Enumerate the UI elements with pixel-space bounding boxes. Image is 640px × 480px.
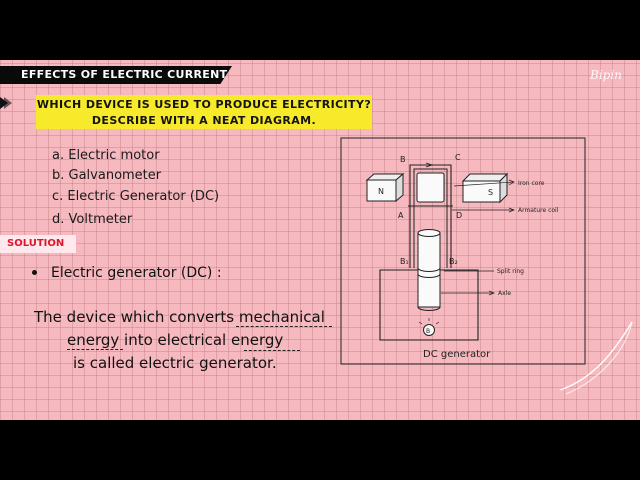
current-arrow-icon <box>425 162 434 168</box>
topic-banner: EFFECTS OF ELECTRIC CURRENT <box>0 66 232 84</box>
description-line-1: The device which converts mechanical <box>34 308 325 326</box>
bullet-dot <box>32 270 37 275</box>
brush-2-label: B₂ <box>449 257 458 266</box>
decorative-swirl <box>565 321 633 395</box>
arrowhead-icon <box>488 290 495 296</box>
desc-emphasis: mechanical <box>238 308 325 326</box>
question-line-2: DESCRIBE WITH A NEAT DIAGRAM. <box>91 114 317 127</box>
question-box: WHICH DEVICE IS USED TO PRODUCE ELECTRIC… <box>36 95 372 129</box>
bulb-icon <box>423 324 435 336</box>
north-label: N <box>378 187 384 196</box>
question-line-1: WHICH DEVICE IS USED TO PRODUCE ELECTRIC… <box>36 98 372 111</box>
dc-generator-diagram: N S B C A D Iron core Armature coil B₁ B… <box>340 137 633 395</box>
desc-emphasis: energy <box>67 331 120 349</box>
watermark: Bipin <box>590 68 622 82</box>
corner-d-label: D <box>456 211 462 220</box>
option-a: a. Electric motor <box>52 148 160 163</box>
south-label: S <box>488 188 493 197</box>
play-icon <box>0 97 12 109</box>
diagram-caption: DC generator <box>423 349 491 360</box>
armature-coil-outer <box>409 164 452 268</box>
description-line-2: energy into electrical energy <box>67 331 283 349</box>
diagram-frame <box>340 137 586 365</box>
bulb-ray <box>435 321 440 325</box>
brush-1-label: B₁ <box>400 257 409 266</box>
axle-label: Axle <box>498 290 511 297</box>
arrowhead-icon <box>508 207 515 213</box>
bulb-ray <box>418 321 423 325</box>
option-b: b. Galvanometer <box>52 168 162 183</box>
corner-b-label: B <box>400 155 406 164</box>
axle-bottom <box>417 306 441 311</box>
armature-coil-label: Armature coil <box>518 207 559 214</box>
split-ring-label: Split ring <box>497 268 524 275</box>
corner-c-label: C <box>455 153 461 162</box>
split-ring-edge <box>417 267 441 272</box>
desc-text: into electrical <box>119 331 231 349</box>
south-magnet-side <box>499 172 508 204</box>
split-ring-edge <box>417 273 441 278</box>
iron-core-pointer <box>453 181 515 187</box>
solution-heading: Electric generator (DC) : <box>51 265 222 281</box>
option-d: d. Voltmeter <box>52 212 133 227</box>
solution-label: SOLUTION <box>7 238 65 249</box>
armature-coil-inner <box>413 168 448 268</box>
axle-top <box>417 229 441 237</box>
underline-energy-1 <box>67 349 123 350</box>
corner-a-label: A <box>398 211 404 220</box>
solution-badge: SOLUTION <box>0 235 76 253</box>
arrowhead-icon <box>508 179 515 186</box>
iron-core-label: Iron core <box>518 180 545 187</box>
desc-text: The device which converts <box>34 308 239 326</box>
external-circuit <box>379 269 479 341</box>
description-line-3: is called electric generator. <box>73 354 277 372</box>
desc-emphasis: energy <box>231 331 284 349</box>
underline-energy-2 <box>244 350 300 351</box>
iron-core <box>416 172 445 203</box>
north-magnet-side <box>395 172 404 203</box>
decorative-swirl <box>559 321 633 391</box>
bulb-label: B <box>426 328 430 335</box>
option-c: c. Electric Generator (DC) <box>52 189 220 204</box>
topic-title: EFFECTS OF ELECTRIC CURRENT <box>21 68 228 81</box>
slide: EFFECTS OF ELECTRIC CURRENT Bipin WHICH … <box>0 60 640 420</box>
underline-mechanical <box>236 326 332 327</box>
